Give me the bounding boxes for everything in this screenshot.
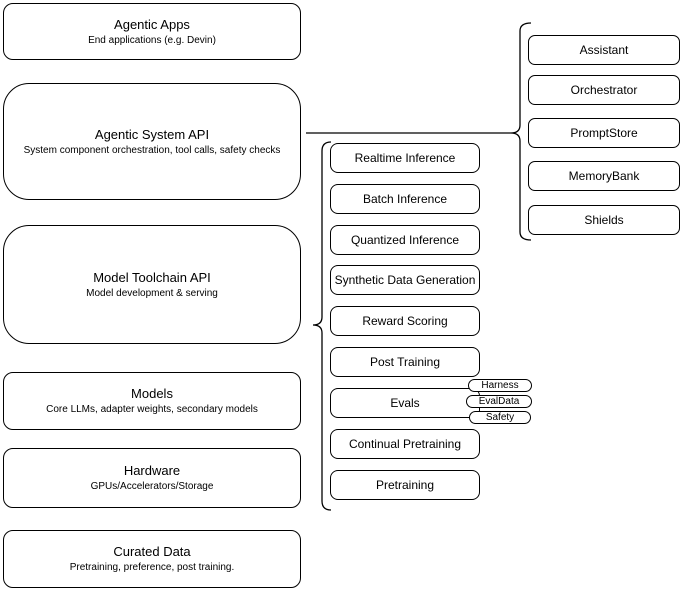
synthetic-data-generation-node: Synthetic Data Generation: [330, 265, 480, 295]
toolchain-brace: [312, 141, 332, 511]
agentic-apps-subtitle: End applications (e.g. Devin): [88, 34, 216, 46]
evals-harness-tag: Harness: [468, 379, 532, 392]
continual-pretraining-node: Continual Pretraining: [330, 429, 480, 459]
assistant-node: Assistant: [528, 35, 680, 65]
evals-safety-tag: Safety: [469, 411, 531, 424]
post-training-node: Post Training: [330, 347, 480, 377]
models-subtitle: Core LLMs, adapter weights, secondary mo…: [46, 404, 258, 415]
model-toolchain-api-subtitle: Model development & serving: [86, 287, 218, 299]
memorybank-node: MemoryBank: [528, 161, 680, 191]
agentic-system-api-subtitle: System component orchestration, tool cal…: [23, 144, 281, 156]
promptstore-node: PromptStore: [528, 118, 680, 148]
realtime-inference-node: Realtime Inference: [330, 143, 480, 173]
agentic-system-api-box: Agentic System API System component orch…: [3, 83, 301, 200]
agentic-system-api-title: Agentic System API: [94, 126, 210, 142]
models-title: Models: [131, 386, 173, 401]
models-box: Models Core LLMs, adapter weights, secon…: [3, 372, 301, 430]
agentic-apps-title: Agentic Apps: [114, 16, 190, 32]
evals-evaldata-tag: EvalData: [466, 395, 532, 408]
curated-data-subtitle: Pretraining, preference, post training.: [69, 562, 235, 573]
quantized-inference-node: Quantized Inference: [330, 225, 480, 255]
hardware-title: Hardware: [123, 463, 181, 478]
reward-scoring-node: Reward Scoring: [330, 306, 480, 336]
hardware-box: Hardware GPUs/Accelerators/Storage: [3, 448, 301, 508]
evals-node: Evals: [330, 388, 480, 418]
batch-inference-node: Batch Inference: [330, 184, 480, 214]
curated-data-box: Curated Data Pretraining, preference, po…: [3, 530, 301, 588]
orchestrator-node: Orchestrator: [528, 75, 680, 105]
curated-data-title: Curated Data: [113, 544, 191, 559]
hardware-subtitle: GPUs/Accelerators/Storage: [90, 481, 214, 492]
pretraining-node: Pretraining: [330, 470, 480, 500]
shields-node: Shields: [528, 205, 680, 235]
model-toolchain-api-box: Model Toolchain API Model development & …: [3, 225, 301, 344]
agentic-apps-box: Agentic Apps End applications (e.g. Devi…: [3, 3, 301, 60]
model-toolchain-api-title: Model Toolchain API: [93, 269, 211, 285]
